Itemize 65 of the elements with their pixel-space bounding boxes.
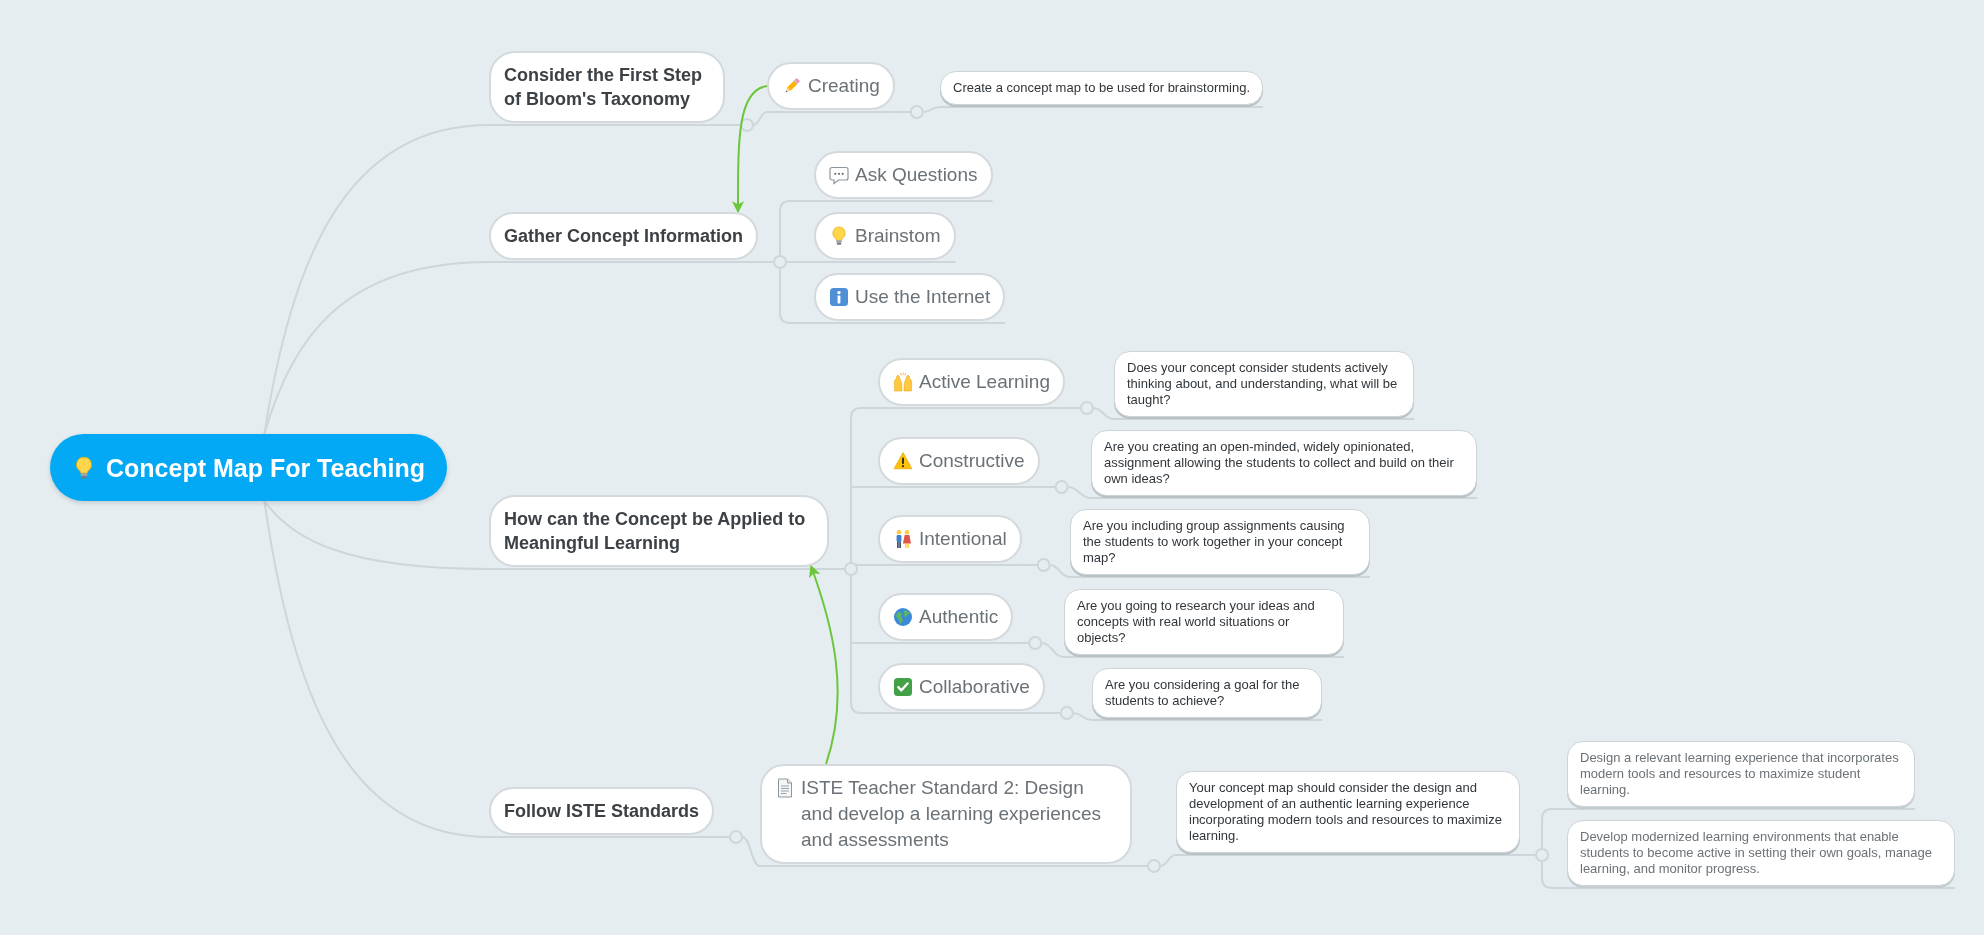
topic-label: Consider the First Step of Bloom's Taxonomy bbox=[504, 64, 704, 111]
subtopic-label: ISTE Teacher Standard 2: Design and develop a learning experiences and assessments bbox=[801, 776, 1102, 852]
note-text: Design a relevant learning experience that incorporates modern tools and resources to maximize student learning. bbox=[1580, 750, 1900, 798]
note-text: Are you considering a goal for the students to achieve? bbox=[1105, 677, 1301, 709]
arrow bbox=[808, 564, 839, 765]
note-card bbox=[1092, 668, 1322, 718]
connector-line bbox=[1038, 480, 1478, 499]
note-card bbox=[1064, 589, 1344, 655]
subtopic-card bbox=[767, 62, 895, 110]
topic-label: Gather Concept Information bbox=[504, 225, 743, 248]
subtopic-label: Creating bbox=[808, 74, 880, 98]
note-text: Are you creating an open-minded, widely opinionated, assignment allowing the students to collect and build on their own ideas? bbox=[1104, 439, 1455, 487]
arrow bbox=[732, 85, 768, 214]
note-text: Are you going to research your ideas and concepts with real world situations or objects? bbox=[1077, 598, 1316, 646]
note-text: Create a concept map to be used for brainstorming. bbox=[953, 80, 1250, 96]
note-text: Develop modernized learning environments that enable students to become active in setting their own goals, manage learning, and monitor progress. bbox=[1580, 829, 1933, 877]
connector-line bbox=[1043, 706, 1323, 721]
subtopic-label: Collaborative bbox=[919, 675, 1030, 699]
connector-line bbox=[828, 407, 862, 714]
subtopic-label: Active Learning bbox=[919, 370, 1050, 394]
subtopic-card bbox=[814, 273, 1006, 321]
note-text: Does your concept consider students actively thinking about, and understanding, what will be taught? bbox=[1127, 360, 1399, 408]
subtopic-label: Constructive bbox=[919, 449, 1025, 473]
central-topic bbox=[50, 434, 447, 501]
note-card bbox=[1070, 509, 1370, 575]
subtopic-card bbox=[878, 515, 1022, 563]
connector-line bbox=[1519, 808, 1553, 889]
note-text: Your concept map should consider the design and development of an authentic learning experience incorporating modern tools and resources to maximize learning. bbox=[1189, 780, 1503, 844]
topic-card bbox=[489, 495, 829, 567]
note-card bbox=[1091, 430, 1477, 496]
subtopic-label: Brainstom bbox=[855, 224, 941, 248]
connector-line bbox=[893, 105, 1264, 119]
subtopic-label: Intentional bbox=[919, 527, 1007, 551]
note-card bbox=[1567, 820, 1955, 886]
note-text: Are you including group assignments causing the students to work together in your concept map? bbox=[1083, 518, 1346, 566]
connector-line bbox=[724, 111, 896, 132]
topic-label: Follow ISTE Standards bbox=[504, 800, 700, 823]
topic-card bbox=[489, 212, 758, 260]
subtopic-label: Ask Questions bbox=[855, 163, 978, 187]
subtopic-card bbox=[814, 151, 993, 199]
connector-line bbox=[1020, 558, 1371, 578]
subtopic-label: Use the Internet bbox=[855, 285, 991, 309]
note-card bbox=[1567, 741, 1915, 807]
connector-line bbox=[713, 830, 1133, 867]
subtopic-card bbox=[814, 212, 956, 260]
topic-card bbox=[489, 51, 725, 123]
connector-line bbox=[1131, 854, 1521, 873]
note-card bbox=[1176, 771, 1520, 853]
subtopic-card bbox=[878, 663, 1045, 711]
subtopic-label: Authentic bbox=[919, 605, 999, 629]
subtopic-card bbox=[878, 358, 1065, 406]
connector-line bbox=[1012, 636, 1345, 658]
subtopic-card bbox=[760, 764, 1132, 864]
subtopic-card bbox=[878, 593, 1014, 641]
central-topic-title: Concept Map For Teaching bbox=[106, 452, 425, 483]
connector-line bbox=[263, 500, 716, 838]
subtopic-card bbox=[878, 437, 1040, 485]
connector-line bbox=[263, 500, 830, 570]
topic-label: How can the Concept be Applied to Meaningful Learning bbox=[504, 508, 807, 555]
note-card bbox=[940, 71, 1263, 105]
note-card bbox=[1114, 351, 1414, 417]
connector-line bbox=[757, 200, 791, 324]
connector-line bbox=[263, 261, 759, 435]
topic-card bbox=[489, 787, 715, 835]
connector-line bbox=[1063, 401, 1415, 420]
